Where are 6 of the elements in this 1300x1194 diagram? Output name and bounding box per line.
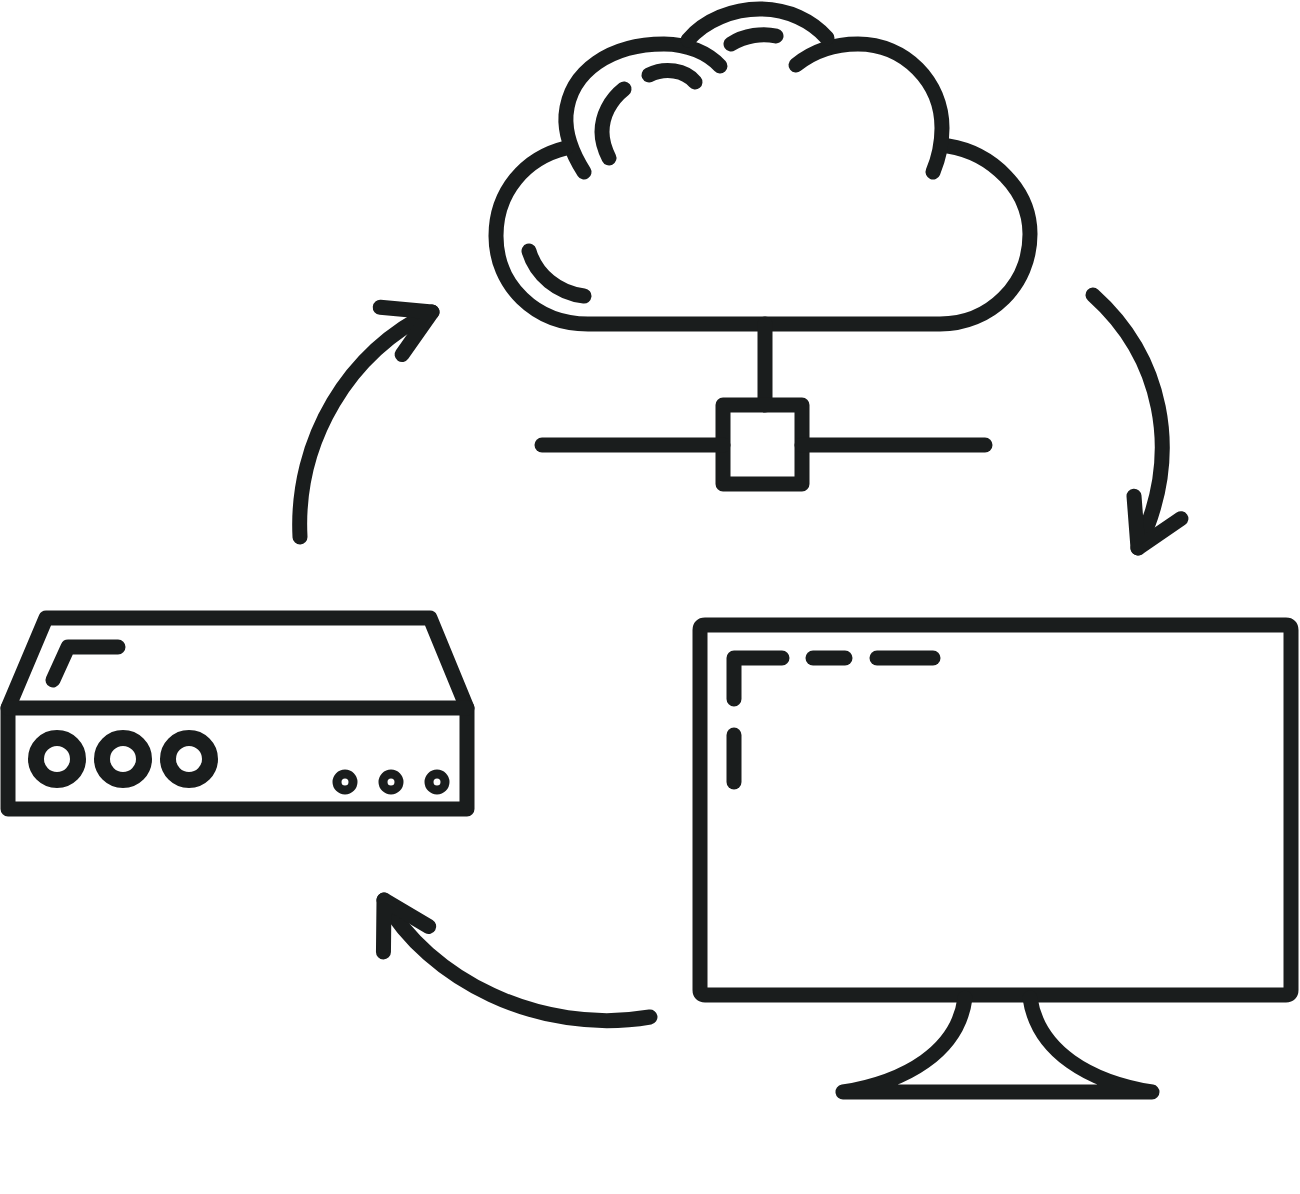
- monitor-drawing: [692, 617, 1299, 1101]
- arrow: [1085, 287, 1187, 556]
- arrow: [376, 892, 658, 1028]
- cloud-network-drawing: [486, 0, 1040, 494]
- arrow: [292, 302, 440, 545]
- device-drawing: [0, 609, 476, 818]
